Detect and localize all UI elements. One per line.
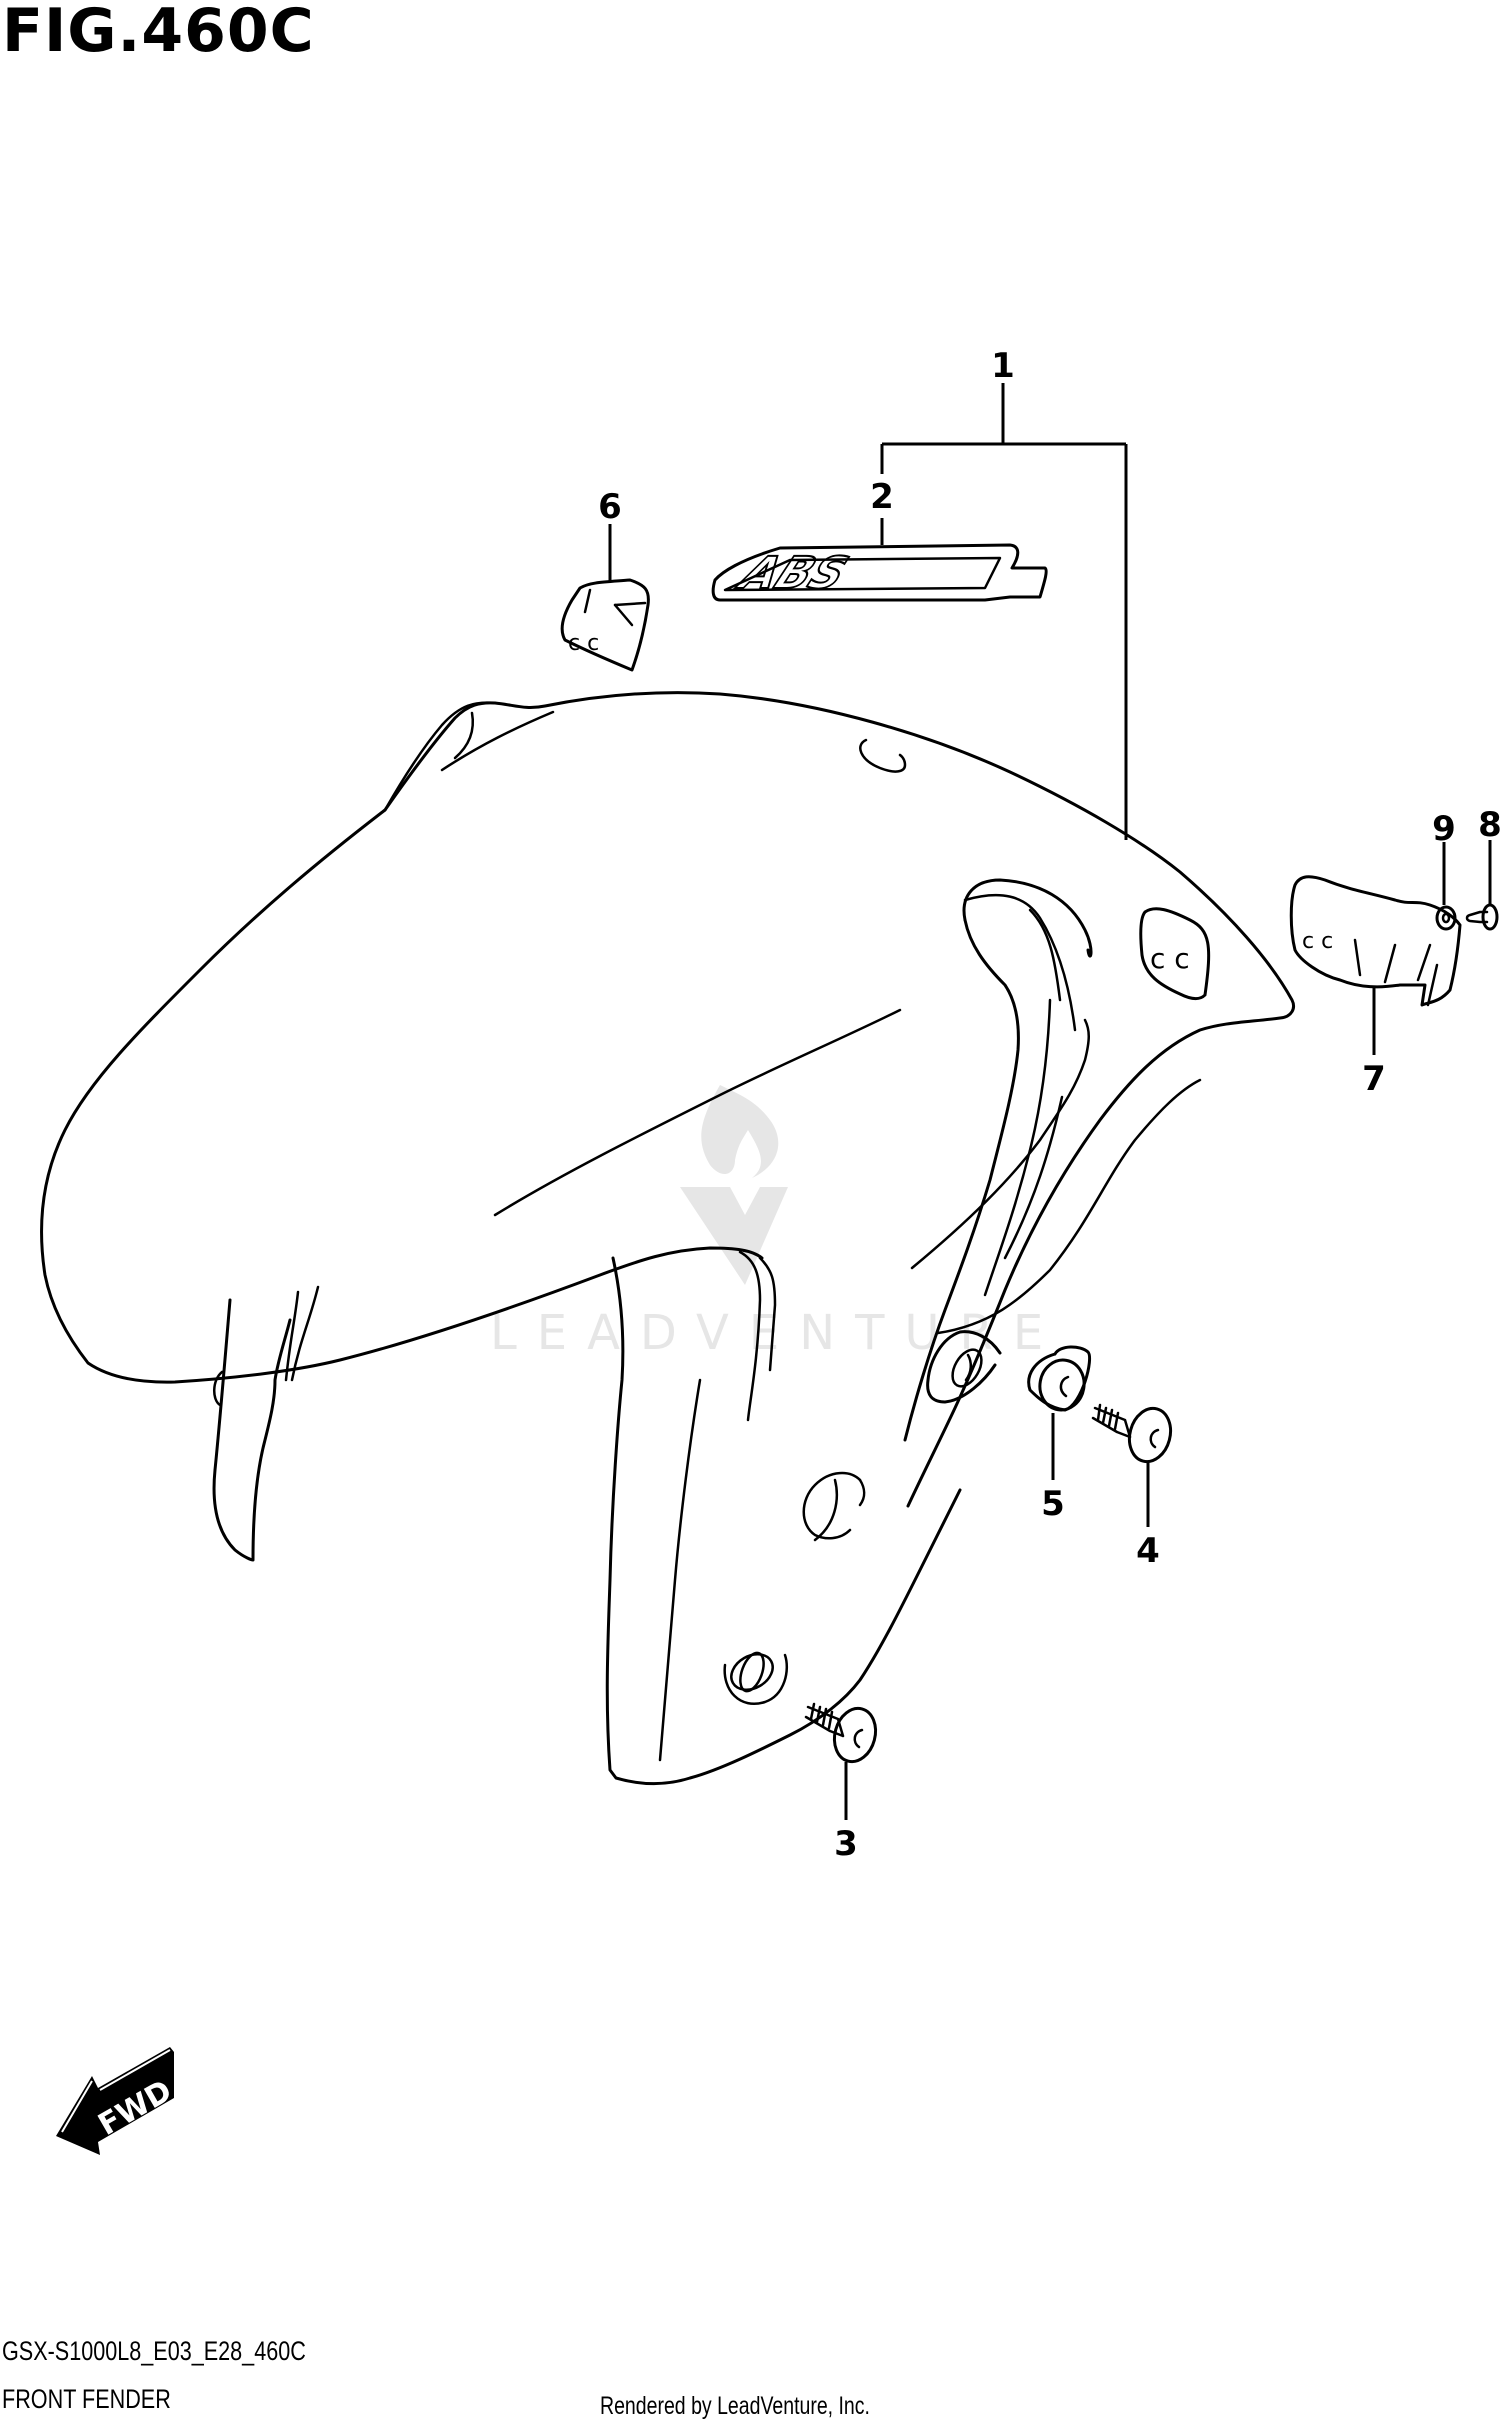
callout-2[interactable]: 2 (870, 477, 894, 517)
abs-emblem-text: ABS (729, 547, 856, 598)
watermark: LEADVENTURE (490, 1085, 1063, 1361)
clip-nut-marking: c c (568, 631, 599, 656)
callouts: 1 2 3 4 5 6 7 8 9 (598, 346, 1500, 1864)
callout-6[interactable]: 6 (598, 487, 622, 527)
pad-marking: c c (1150, 942, 1190, 975)
forward-arrow-icon: FWD (56, 2047, 178, 2155)
fender-screw[interactable] (804, 1702, 881, 1767)
callout-4[interactable]: 4 (1136, 1531, 1160, 1571)
bolt[interactable] (1091, 1403, 1176, 1467)
figure-title: FIG.460C (2, 0, 315, 66)
callout-7[interactable]: 7 (1362, 1059, 1386, 1099)
bracket-marking: c c (1302, 929, 1333, 954)
render-credit: Rendered by LeadVenture, Inc. (600, 2392, 870, 2420)
callout-1[interactable]: 1 (991, 346, 1015, 386)
watermark-flame-icon (701, 1085, 779, 1178)
leader-lines (608, 383, 1492, 1820)
watermark-v-icon (680, 1187, 788, 1285)
clip-nut[interactable]: c c (560, 578, 650, 672)
front-fender[interactable]: c c (40, 691, 1295, 1786)
bracket[interactable]: c c (1289, 875, 1462, 1007)
callout-9[interactable]: 9 (1432, 809, 1456, 849)
section-name: FRONT FENDER (2, 2384, 171, 2414)
abs-emblem[interactable]: ABS (711, 543, 1048, 602)
model-code: GSX-S1000L8_E03_E28_460C (2, 2336, 306, 2366)
watermark-text: LEADVENTURE (490, 1305, 1063, 1361)
callout-8[interactable]: 8 (1478, 805, 1500, 845)
cushion[interactable] (1027, 1345, 1091, 1413)
callout-5[interactable]: 5 (1041, 1484, 1065, 1524)
washer[interactable] (1435, 905, 1457, 931)
small-screw[interactable] (1465, 903, 1499, 931)
callout-3[interactable]: 3 (834, 1824, 858, 1864)
